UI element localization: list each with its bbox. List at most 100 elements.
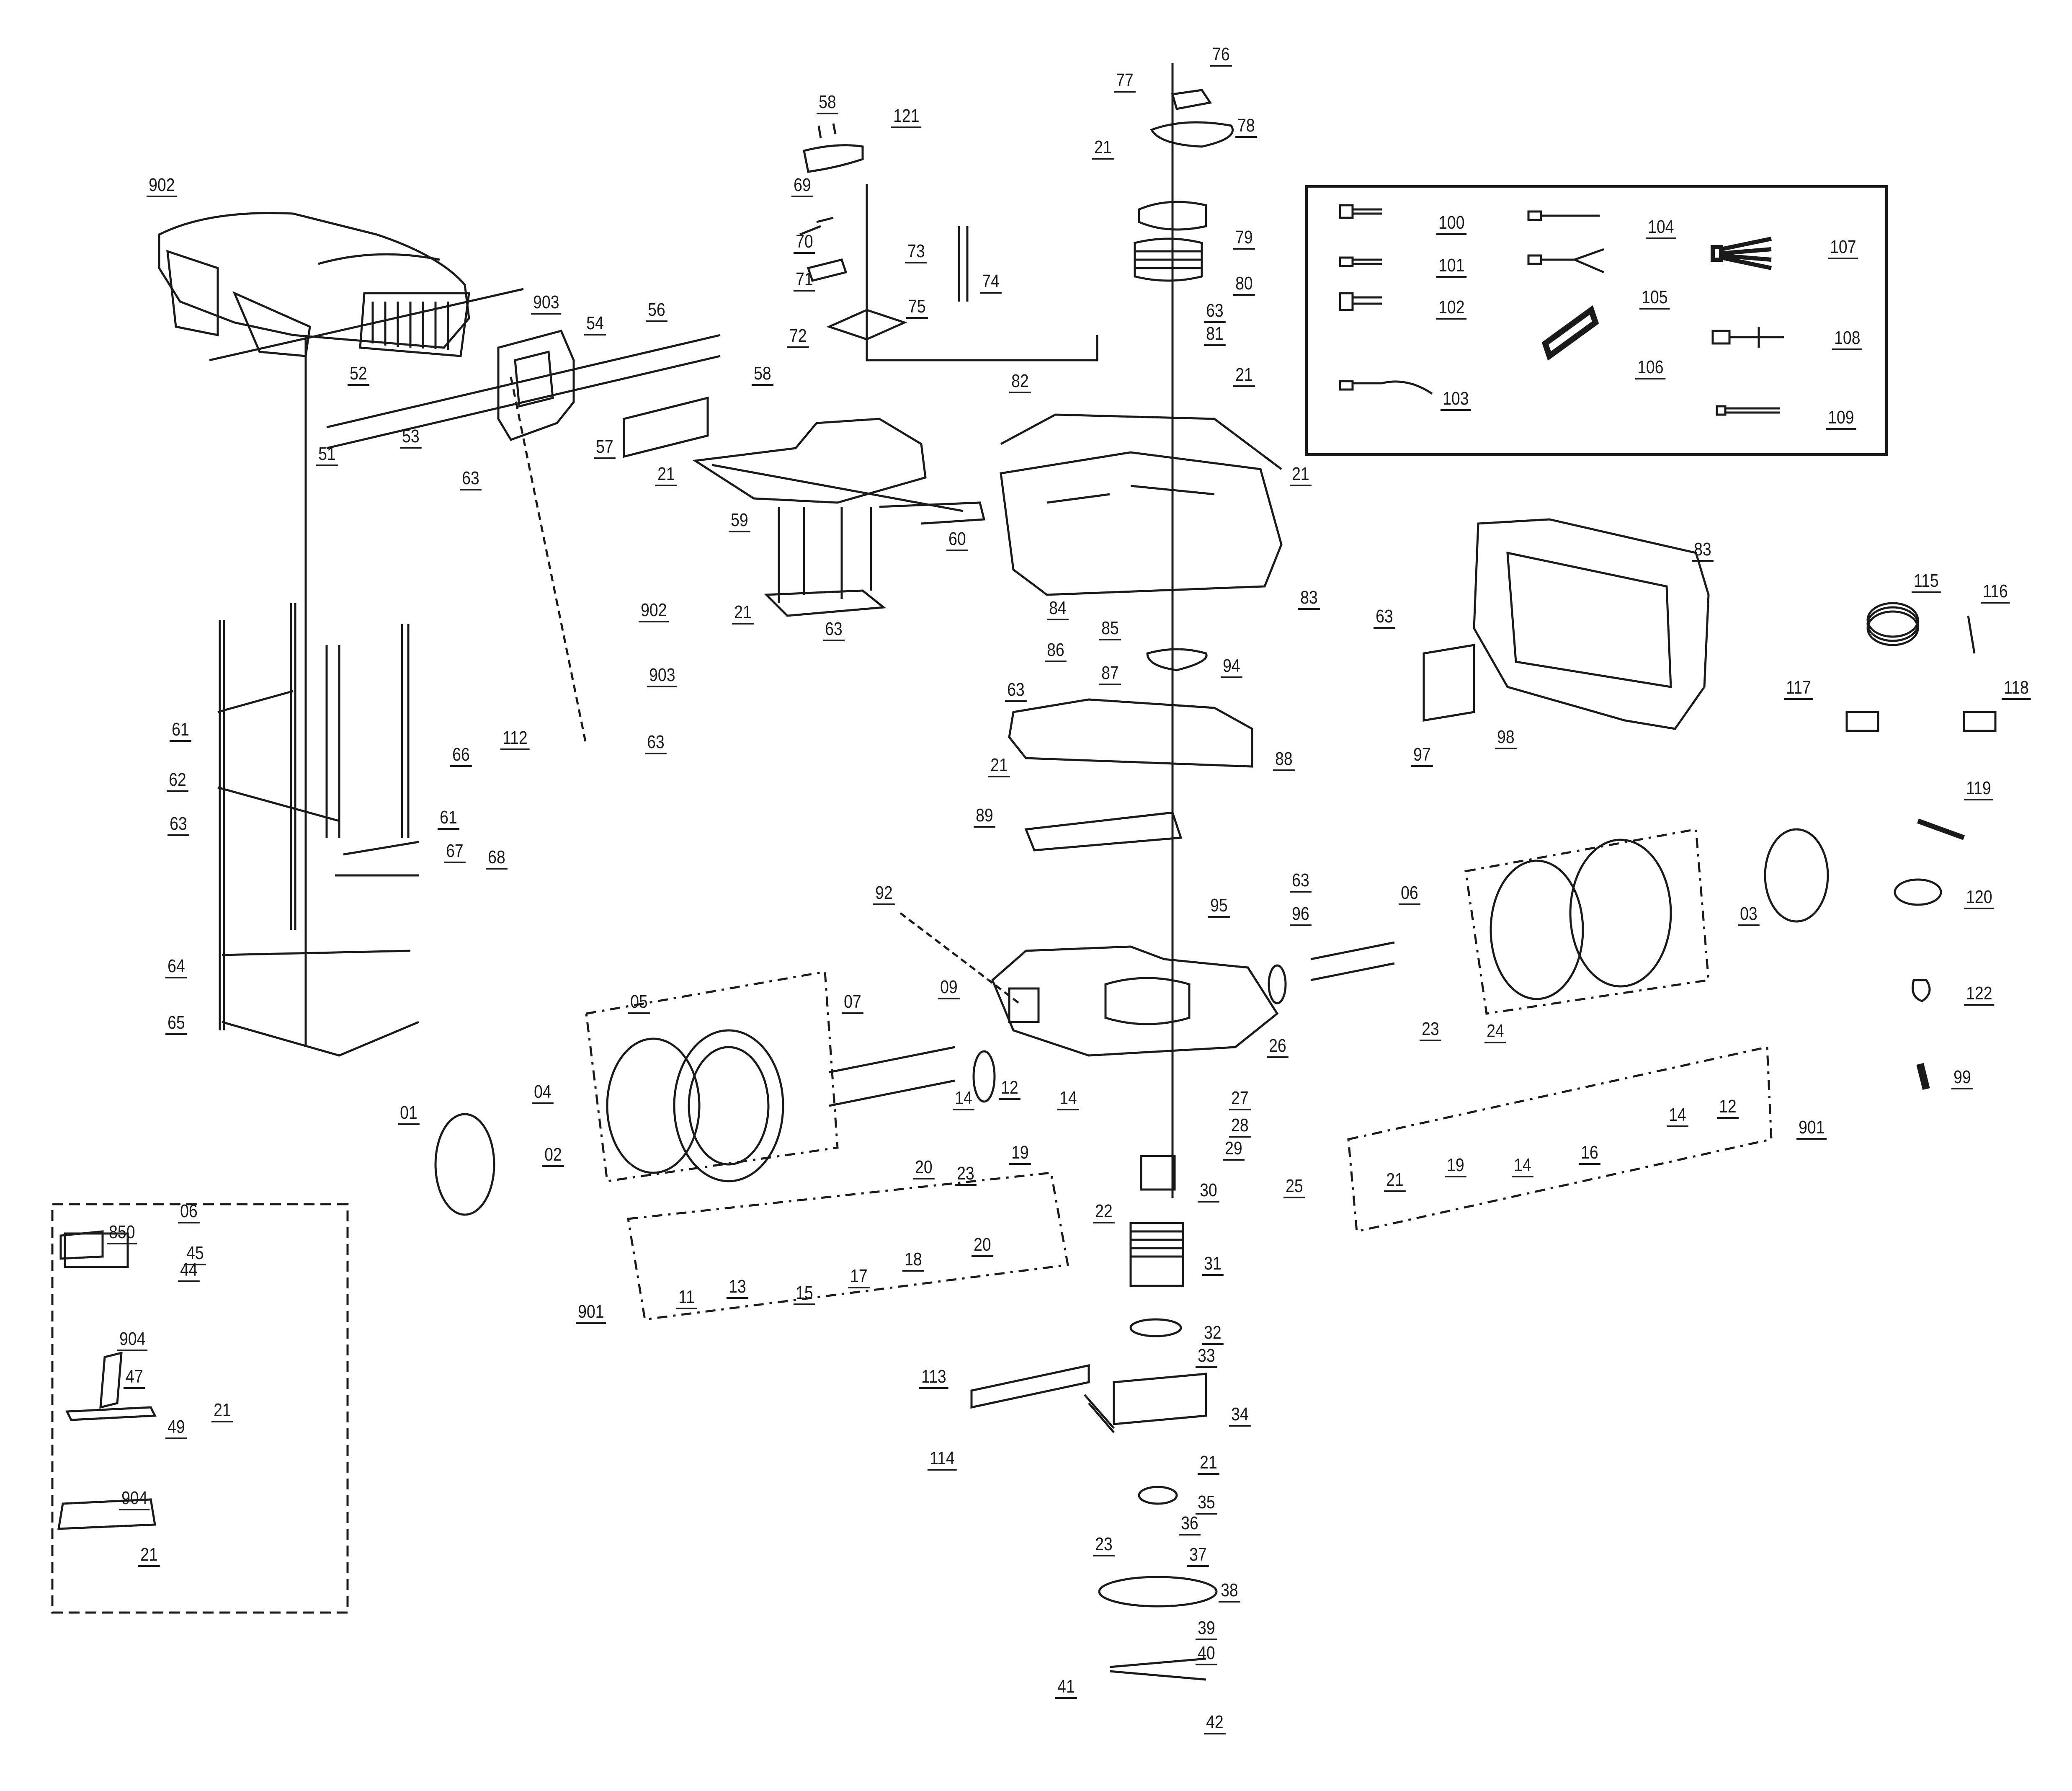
label-904: 904 <box>117 1330 148 1351</box>
label-82: 82 <box>1009 372 1031 393</box>
label-21: 21 <box>1290 465 1312 486</box>
label-01: 01 <box>398 1104 420 1125</box>
label-23: 23 <box>1093 1535 1115 1556</box>
label-78: 78 <box>1235 116 1257 138</box>
label-94: 94 <box>1221 657 1242 678</box>
right-drive-group-box <box>1347 1045 1773 1233</box>
label-88: 88 <box>1273 750 1295 771</box>
label-02: 02 <box>542 1146 564 1167</box>
right-wheel-shape <box>1268 828 1829 1004</box>
label-83: 83 <box>1692 540 1714 562</box>
label-28: 28 <box>1229 1116 1251 1138</box>
label-20: 20 <box>913 1158 935 1179</box>
label-07: 07 <box>842 993 863 1014</box>
label-12: 12 <box>999 1079 1021 1100</box>
label-11: 11 <box>676 1288 697 1309</box>
label-53: 53 <box>400 427 422 449</box>
control-panel-shape <box>799 123 1098 361</box>
label-23: 23 <box>955 1164 977 1186</box>
label-06: 06 <box>178 1202 200 1223</box>
label-21: 21 <box>732 603 754 625</box>
label-45: 45 <box>184 1244 206 1265</box>
label-98: 98 <box>1495 728 1517 749</box>
label-57: 57 <box>594 438 616 459</box>
label-92: 92 <box>873 884 895 905</box>
label-19: 19 <box>1445 1156 1466 1177</box>
label-901: 901 <box>576 1303 606 1324</box>
label-106: 106 <box>1635 358 1666 379</box>
label-36: 36 <box>1179 1514 1201 1536</box>
side-chassis-shape <box>1423 518 1710 730</box>
label-63: 63 <box>1290 871 1312 893</box>
label-101: 101 <box>1436 256 1467 278</box>
label-06: 06 <box>1399 884 1420 905</box>
label-902: 902 <box>147 176 177 197</box>
label-12: 12 <box>1717 1097 1739 1119</box>
label-16: 16 <box>1579 1143 1600 1165</box>
label-56: 56 <box>646 301 667 322</box>
battery-group-box <box>51 1203 349 1614</box>
label-84: 84 <box>1047 599 1069 620</box>
label-05: 05 <box>628 993 650 1014</box>
label-32: 32 <box>1202 1324 1224 1345</box>
label-71: 71 <box>794 270 815 292</box>
label-70: 70 <box>794 232 815 254</box>
label-77: 77 <box>1114 71 1136 93</box>
label-63: 63 <box>645 733 667 754</box>
label-21: 21 <box>1092 138 1114 160</box>
label-21: 21 <box>211 1401 233 1422</box>
label-18: 18 <box>902 1250 924 1272</box>
label-63: 63 <box>168 815 189 836</box>
label-81: 81 <box>1204 325 1226 346</box>
label-04: 04 <box>532 1083 554 1104</box>
central-housing-shape <box>1000 63 1283 1198</box>
label-903: 903 <box>531 293 562 315</box>
label-42: 42 <box>1204 1713 1226 1734</box>
dashed-guide <box>510 377 588 746</box>
label-54: 54 <box>584 314 606 335</box>
label-117: 117 <box>1784 679 1813 700</box>
label-69: 69 <box>791 176 813 197</box>
label-41: 41 <box>1055 1677 1077 1699</box>
label-100: 100 <box>1436 214 1467 235</box>
label-74: 74 <box>980 272 1002 294</box>
accessory-parts <box>1845 602 1997 1090</box>
label-51: 51 <box>316 445 338 466</box>
label-21: 21 <box>138 1546 160 1567</box>
label-40: 40 <box>1196 1644 1217 1665</box>
label-902: 902 <box>639 601 669 622</box>
label-29: 29 <box>1223 1139 1245 1161</box>
left-wheel-shape <box>434 1029 996 1216</box>
label-09: 09 <box>938 978 960 999</box>
label-47: 47 <box>124 1368 145 1389</box>
label-21: 21 <box>1233 366 1255 387</box>
label-116: 116 <box>1981 582 2010 604</box>
label-61: 61 <box>170 720 191 742</box>
label-96: 96 <box>1290 905 1312 926</box>
label-15: 15 <box>794 1284 815 1305</box>
left-frame-lines <box>217 335 419 1057</box>
label-60: 60 <box>946 530 968 551</box>
label-21: 21 <box>988 756 1010 777</box>
label-63: 63 <box>1204 302 1226 323</box>
label-68: 68 <box>486 848 508 870</box>
label-850: 850 <box>107 1223 137 1244</box>
label-27: 27 <box>1229 1089 1251 1110</box>
label-63: 63 <box>460 469 482 490</box>
label-120: 120 <box>1964 888 1995 909</box>
label-901: 901 <box>1796 1118 1827 1140</box>
label-63: 63 <box>1005 681 1027 702</box>
label-904: 904 <box>119 1489 150 1510</box>
label-63: 63 <box>1374 607 1395 629</box>
label-14: 14 <box>1667 1106 1688 1127</box>
label-38: 38 <box>1219 1581 1240 1603</box>
label-75: 75 <box>906 297 928 319</box>
label-108: 108 <box>1832 329 1863 350</box>
label-79: 79 <box>1233 228 1255 250</box>
label-37: 37 <box>1187 1546 1209 1567</box>
label-118: 118 <box>2002 679 2031 700</box>
front-bracket-shape <box>326 330 721 458</box>
label-903: 903 <box>647 666 678 687</box>
label-24: 24 <box>1484 1022 1506 1043</box>
label-21: 21 <box>655 465 677 486</box>
